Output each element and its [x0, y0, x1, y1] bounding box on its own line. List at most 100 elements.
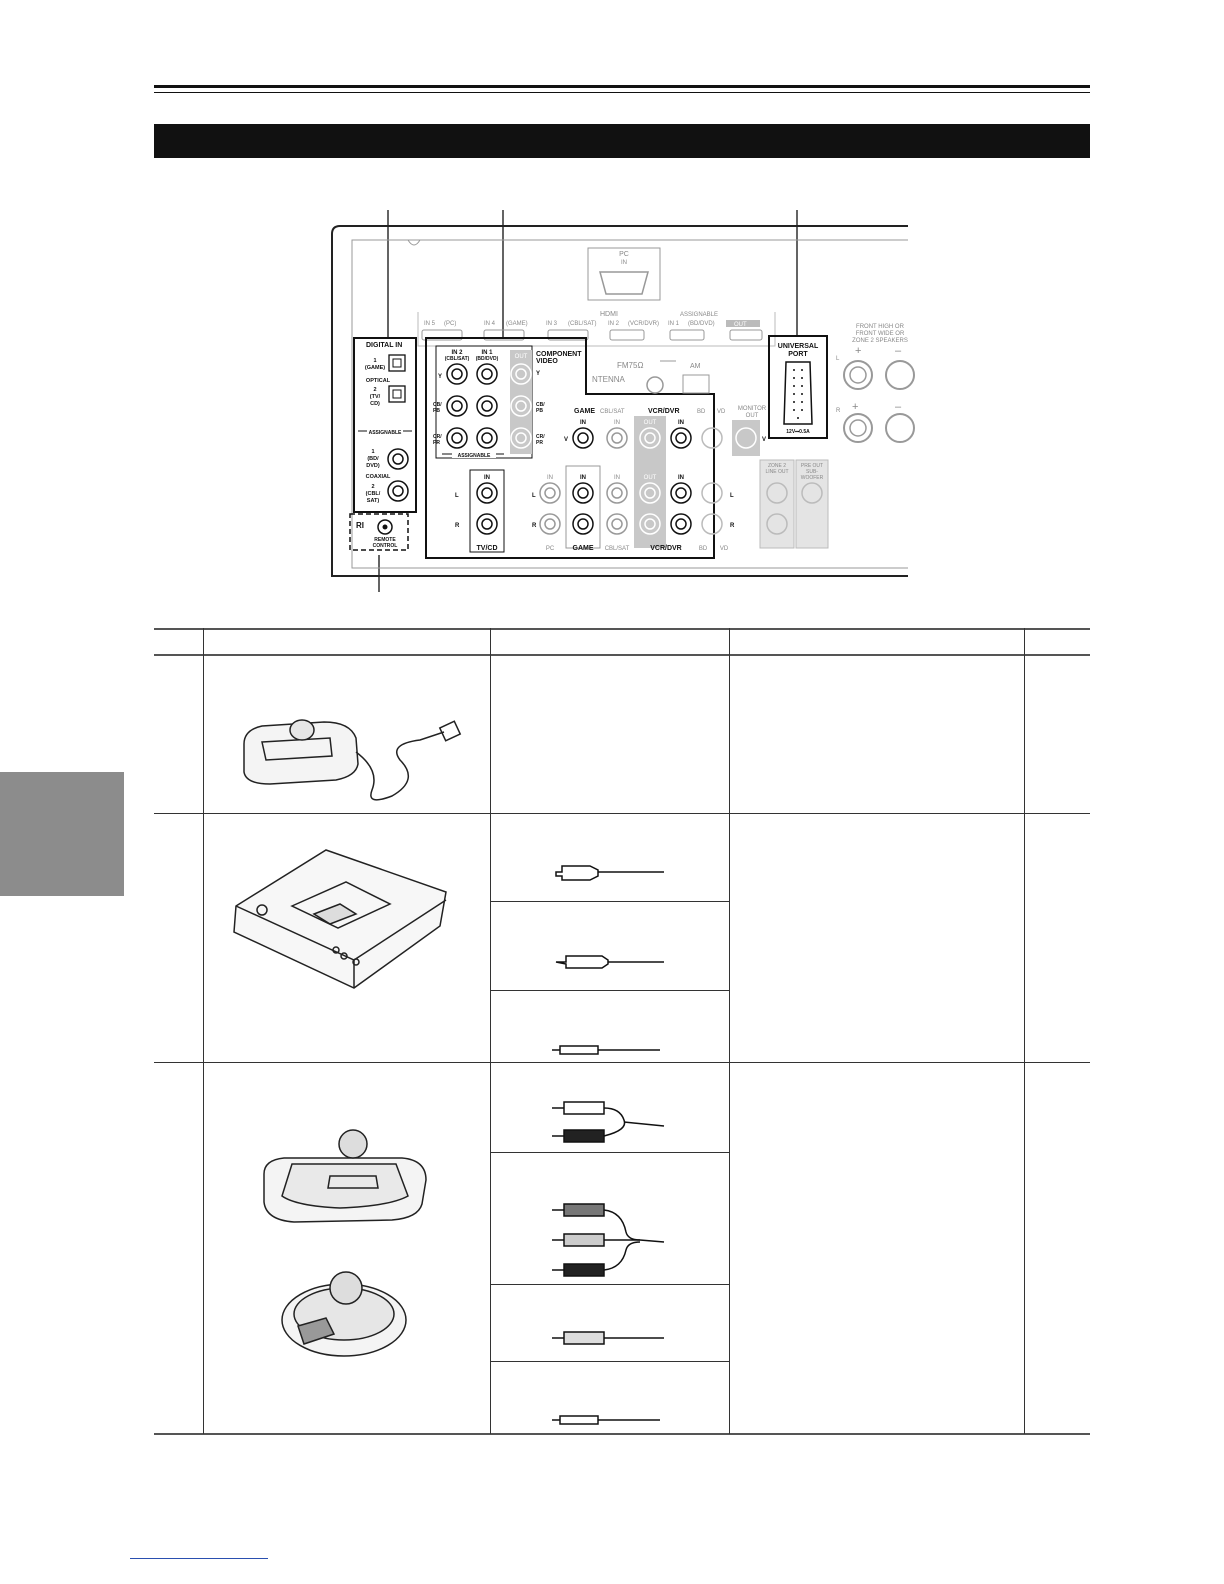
hdmi-out: OUT [734, 322, 747, 328]
av-in-cblsat2: IN [614, 475, 620, 481]
audio-rca-cable-icon [552, 1101, 665, 1143]
coaxial-label: COAXIAL [366, 474, 391, 480]
tvcd-jack-r [476, 513, 498, 535]
tvcd-label: TV/CD [477, 545, 498, 552]
comp-row-pb: PB [433, 408, 440, 414]
fm-label: FM75Ω [617, 361, 643, 370]
comp-row-pr: PR [433, 440, 440, 446]
table-row1-rule [154, 813, 1090, 814]
coax-jack-1 [387, 448, 409, 470]
am-label: AM [690, 363, 701, 370]
pc-in-port-frame [587, 247, 661, 301]
hdmi-ports: IN 5 (PC) IN 4 (GAME) IN 3 (CBL/SAT) IN … [417, 312, 776, 347]
digital-assignable: ASSIGNABLE [369, 430, 402, 436]
hdmi-in4: IN 4 [484, 321, 496, 327]
hdmi-in3: IN 3 [546, 321, 558, 327]
hdmi-in4-sub: (GAME) [506, 321, 528, 327]
table-row2-rule [154, 1062, 1090, 1063]
digital-in-highlight-frame [353, 337, 417, 513]
table-header-rule [154, 654, 1090, 656]
zone2-label2: LINE OUT [765, 469, 788, 475]
side-section-tab [0, 772, 124, 896]
zone2-label: ZONE 2 [768, 463, 786, 469]
hdmi-in2: IN 2 [608, 321, 620, 327]
speaker-terminals [843, 360, 915, 443]
hdmi-in1-sub: (BD/DVD) [688, 321, 715, 327]
section-title-bar [154, 124, 1090, 158]
av-in-game2: IN [580, 475, 586, 481]
preout-label3: WOOFER [801, 475, 824, 481]
comp-out: OUT [515, 354, 528, 360]
comp-row-cb: CB/ [433, 402, 442, 408]
comp-row-y: Y [438, 374, 442, 380]
tvcd-in: IN [484, 475, 490, 481]
monitor-label: MONITOR [738, 406, 767, 412]
av-bd-bottom: BD [699, 546, 708, 552]
av-vcrdvr-top: VCR/DVR [648, 408, 680, 415]
comp-row-cr: CR/ [433, 434, 442, 440]
av-pc-bottom: PC [546, 546, 555, 552]
speakers-label3: ZONE 2 SPEAKERS [852, 338, 908, 344]
ri-label: RI [356, 521, 364, 530]
ri-jack [377, 519, 393, 535]
video-rca-cable-icon [552, 1331, 664, 1345]
base-station-illustration [233, 849, 447, 989]
rear-panel-diagram: PC IN HDMI ASSIGNABLE IN 5 (PC) IN 4 (GA… [331, 210, 915, 592]
hdmi-in3-sub: (CBL/SAT) [568, 321, 597, 327]
comp-row-pb-r: PB [536, 408, 543, 414]
header-rule-thin [154, 92, 1090, 93]
hdmi-in5: IN 5 [424, 321, 436, 327]
tvcd-r: R [455, 523, 460, 529]
spk-plus-top: + [855, 345, 861, 357]
opt2-name2: CD) [370, 401, 380, 407]
spk-plus-bottom: + [852, 401, 858, 413]
antenna-label: NTENNA [592, 375, 626, 384]
am-terminal [682, 374, 710, 394]
coax1-name2: DVD) [366, 463, 380, 469]
vga-connector-icon [599, 271, 649, 295]
composite-av-cable-icon [552, 1203, 665, 1277]
comp-in2: IN 2 [451, 350, 463, 356]
zone2-jack-r [766, 513, 788, 535]
ri-control-label: CONTROL [373, 543, 398, 549]
optical-label: OPTICAL [366, 378, 391, 384]
comp-in1: IN 1 [481, 350, 493, 356]
av-in-vcr2: IN [678, 475, 684, 481]
optical-port-1 [388, 354, 406, 372]
coax2-num: 2 [371, 484, 374, 490]
speakers-label2: FRONT WIDE OR [856, 331, 905, 337]
dock-illustration-lower [281, 1271, 407, 1357]
hdmi-in5-sub: (PC) [444, 321, 456, 327]
comp-in2-sub: (CBL/SAT) [445, 356, 470, 362]
coax1-name: (BD/ [367, 456, 379, 462]
tvcd-l: L [455, 493, 459, 499]
av-cblsat-top: CBL/SAT [600, 409, 625, 415]
spk-l: L [836, 356, 840, 362]
connection-table [154, 628, 1090, 1436]
fm-jack [646, 376, 664, 394]
pc-title: PC [619, 251, 629, 258]
coaxial-cable-icon [555, 955, 664, 969]
table-top-rule [154, 628, 1090, 630]
component-out-column [510, 350, 532, 454]
zone2-jack-l [766, 482, 788, 504]
av-out-vcr: OUT [644, 420, 657, 426]
hdmi-in1: IN 1 [668, 321, 680, 327]
optical-cable-icon [555, 865, 664, 881]
chassis-outline [331, 225, 908, 577]
pc-sub: IN [621, 260, 627, 266]
opt1-num: 1 [373, 358, 376, 364]
av-in-cblsat: IN [614, 420, 620, 426]
av-v-label: V [564, 437, 568, 443]
hdmi-in2-sub: (VCR/DVR) [628, 321, 659, 327]
hdmi-assignable: ASSIGNABLE [680, 312, 718, 318]
dock-with-cable-illustration [243, 719, 462, 801]
chassis-inner [351, 239, 908, 569]
comp-row-cb-r: CB/ [536, 402, 545, 408]
coax2-name2: SAT) [367, 498, 380, 504]
comp-row-cr-r: CR/ [536, 434, 545, 440]
universal-port-connector [783, 361, 813, 425]
footer-link-underline [130, 1558, 268, 1559]
av-bd-top: BD [697, 409, 706, 415]
